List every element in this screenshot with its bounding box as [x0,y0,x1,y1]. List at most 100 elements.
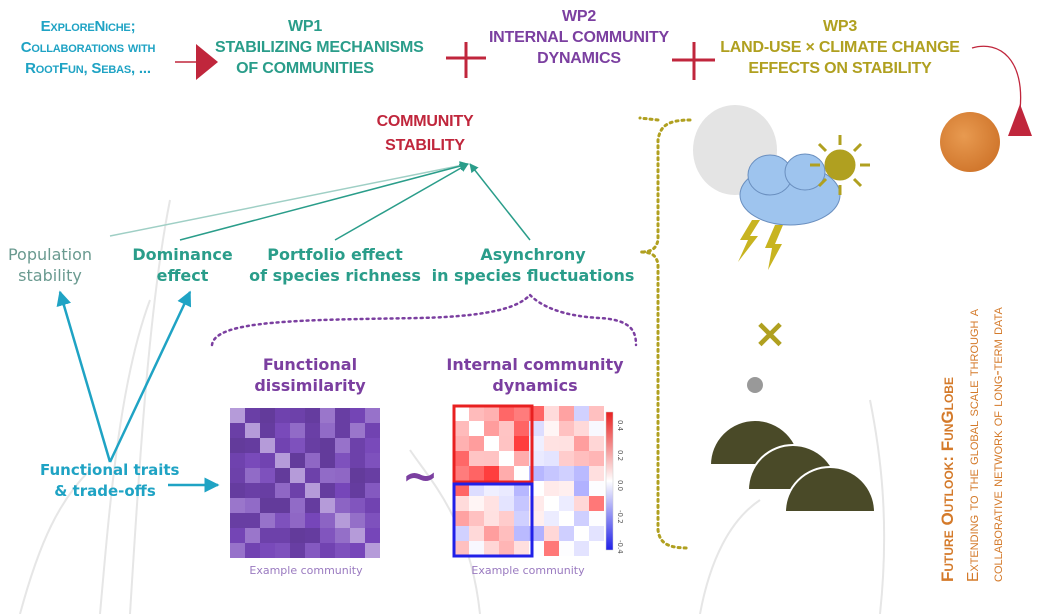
colorbar-tick: 0.2 [616,450,624,462]
heatmap-cell [514,421,529,436]
heatmap-cell [514,406,529,421]
heatmap-cell [350,513,365,528]
heatmap-cell [499,466,514,481]
heatmap-cell [574,526,589,541]
heatmap-cell [335,513,350,528]
heatmap-cell [454,511,469,526]
heatmap-cell [275,438,290,453]
heatmap-cell [320,528,335,543]
heatmap-cell [559,496,574,511]
heatmap-cell [514,526,529,541]
heatmap-cell [335,528,350,543]
heatmap-cell [365,408,380,423]
heatmap-cell [245,423,260,438]
heatmap-cell [499,511,514,526]
heatmap-cell [484,511,499,526]
heatmap-cell [589,451,604,466]
heatmap-cell [290,513,305,528]
heatmap-cell [589,406,604,421]
heatmap-cell [230,498,245,513]
heatmap-cell [514,496,529,511]
heatmap-cell [260,408,275,423]
arrow-triangle-icon [1008,104,1032,136]
times-symbol: × [753,311,787,357]
heatmap-cell [275,483,290,498]
heatmap-cell [350,498,365,513]
heatmap-cell [469,526,484,541]
heatmap-cell [275,408,290,423]
colorbar-tick: 0.0 [616,480,624,492]
heatmap-cell [514,541,529,556]
heatmap-cell [335,468,350,483]
heatmap-cell [290,483,305,498]
heatmap-cell [514,436,529,451]
heatmap-cell [275,543,290,558]
tractor-icons [708,377,877,513]
heatmap-cell [290,498,305,513]
heatmap-cell [350,528,365,543]
heatmap-cell [454,466,469,481]
dynamics-caption: Example community [471,564,585,577]
heatmap-cell [574,541,589,556]
heatmap-cell [514,511,529,526]
heatmap-cell [305,483,320,498]
heatmap-cell [544,496,559,511]
heatmap-cell [290,453,305,468]
heatmap-cell [260,483,275,498]
heatmap-cell [574,496,589,511]
heatmap-cell [365,468,380,483]
plus-icon [672,42,715,80]
plus-icon [446,42,486,78]
heatmap-cell [559,451,574,466]
heatmap-cell [454,496,469,511]
heatmap-cell [230,453,245,468]
heatmap-cell [499,451,514,466]
heatmap-cell [350,438,365,453]
heatmap-cell [335,423,350,438]
heatmap-cell [230,438,245,453]
heatmap-cell [469,541,484,556]
heatmap-cell [230,543,245,558]
heatmap-cell [559,541,574,556]
heatmap-cell [574,451,589,466]
heatmap-cell [544,541,559,556]
heatmap-cell [275,423,290,438]
heatmap-cell [365,453,380,468]
heatmap-internal-dynamics [454,406,604,556]
colorbar [605,411,614,551]
heatmap-cell [484,466,499,481]
mechanism-arrows [109,161,531,241]
heatmap-cell [305,438,320,453]
heatmap-cell [275,453,290,468]
heatmap-cell [589,511,604,526]
heatmap-cell [245,438,260,453]
heatmap-cell [484,451,499,466]
heatmap-cell [469,451,484,466]
heatmap-cell [544,436,559,451]
heatmap-cell [245,483,260,498]
heatmap-cell [469,436,484,451]
heatmap-cell [230,423,245,438]
heatmap-cell [245,468,260,483]
heatmap-cell [574,481,589,496]
heatmap-cell [499,526,514,541]
heatmap-cell [350,468,365,483]
heatmap-cell [290,528,305,543]
heatmap-cell [260,438,275,453]
heatmap-cell [260,468,275,483]
heatmap-cell [589,541,604,556]
heatmap-cell [260,423,275,438]
heatmap-cell [305,513,320,528]
heatmap-cell [484,526,499,541]
heatmap-functional-dissimilarity [230,408,380,558]
heatmap-cell [544,406,559,421]
heatmap-cell [320,513,335,528]
heatmap-cell [335,438,350,453]
bracket [638,116,692,550]
colorbar-tick: -0.2 [616,510,624,524]
heatmap-cell [589,421,604,436]
heatmap-cell [305,528,320,543]
